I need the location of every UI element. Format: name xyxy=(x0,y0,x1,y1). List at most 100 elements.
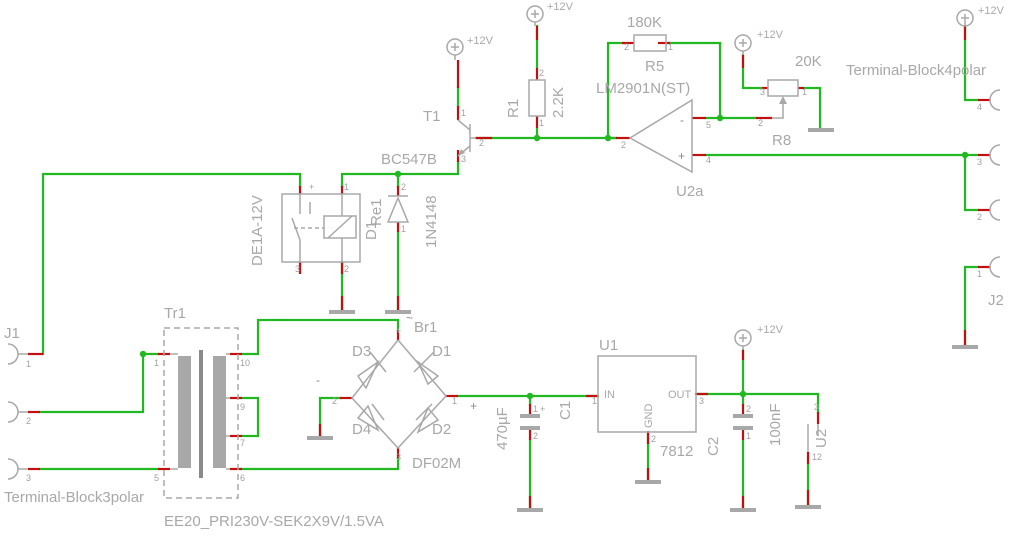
svg-text:2: 2 xyxy=(332,396,337,406)
svg-text:1: 1 xyxy=(461,108,466,118)
svg-text:1: 1 xyxy=(452,396,457,406)
r8-value: 20K xyxy=(795,53,822,70)
t1-value: BC547B xyxy=(381,151,437,168)
tr1-value: EE20_PRI230V-SEK2X9V/1.5VA xyxy=(164,513,384,530)
supply-label: +12V xyxy=(978,5,1005,17)
r1-ref: R1 xyxy=(505,99,522,118)
svg-text:2: 2 xyxy=(533,431,538,441)
u1-value: 7812 xyxy=(660,443,693,460)
terminal-block-j1: J1 Terminal-Block3polar 1 2 3 xyxy=(4,325,144,506)
capacitor-c1: 470µF C1 1 + 2 xyxy=(494,401,574,450)
svg-text:+: + xyxy=(678,149,685,163)
relay-re1: DE1A-12V Re1 + 1 3 2 xyxy=(249,182,385,274)
r8-ref: R8 xyxy=(772,132,791,149)
br1-d2: D2 xyxy=(432,421,451,438)
svg-text:7: 7 xyxy=(240,438,245,448)
tr1-ref: Tr1 xyxy=(164,305,186,322)
resistor-r5: 180K R5 2 1 xyxy=(624,14,673,75)
svg-text:6: 6 xyxy=(240,473,245,483)
svg-text:5: 5 xyxy=(154,473,159,483)
svg-text:4: 4 xyxy=(706,155,711,165)
opamp-u2a: - + LM2901N(ST) U2a 2 5 4 xyxy=(596,80,711,200)
svg-text:2: 2 xyxy=(539,68,544,78)
u2a-value: LM2901N(ST) xyxy=(596,80,690,97)
svg-text:1: 1 xyxy=(592,396,597,406)
j2-value: Terminal-Block4polar xyxy=(846,62,986,79)
svg-text:2: 2 xyxy=(621,140,626,150)
svg-text:1: 1 xyxy=(746,431,751,441)
svg-text:+: + xyxy=(396,326,401,336)
re1-value: DE1A-12V xyxy=(249,195,266,266)
u2a-ref: U2a xyxy=(676,183,704,200)
regulator-u1: IN OUT GND U1 7812 1 3 2 xyxy=(592,337,704,460)
svg-text:-: - xyxy=(316,373,320,387)
supply-12v-5: +12V xyxy=(734,324,784,350)
svg-text:4: 4 xyxy=(977,102,982,112)
svg-text:~: ~ xyxy=(406,311,413,325)
supply-label: +12V xyxy=(467,35,494,47)
svg-text:2: 2 xyxy=(479,138,484,148)
svg-text:1: 1 xyxy=(26,359,31,369)
r5-ref: R5 xyxy=(645,58,664,75)
svg-text:2: 2 xyxy=(746,404,751,414)
svg-text:2: 2 xyxy=(758,118,763,128)
svg-text:1: 1 xyxy=(533,404,538,414)
svg-text:-: - xyxy=(680,113,684,127)
svg-text:1: 1 xyxy=(401,224,406,234)
svg-text:1: 1 xyxy=(154,358,159,368)
svg-text:3: 3 xyxy=(760,87,765,97)
svg-text:10: 10 xyxy=(240,358,250,368)
j1-ref: J1 xyxy=(4,325,20,342)
d1-ref: D1 xyxy=(363,221,380,240)
svg-text:3: 3 xyxy=(814,402,819,412)
supply-12v-1: +12V xyxy=(446,35,494,60)
j2-ref: J2 xyxy=(988,292,1004,309)
br1-value: DF02M xyxy=(412,455,461,472)
svg-text:2: 2 xyxy=(977,212,982,222)
supply-12v-3: +12V xyxy=(734,29,784,55)
svg-text:5: 5 xyxy=(706,120,711,130)
svg-text:3: 3 xyxy=(461,154,466,164)
svg-text:1: 1 xyxy=(802,87,807,97)
svg-text:2: 2 xyxy=(624,42,629,52)
br1-ref: Br1 xyxy=(414,319,437,336)
potentiometer-r8: 20K R8 3 1 2 xyxy=(758,53,822,149)
supply-label: +12V xyxy=(757,29,784,41)
svg-text:1: 1 xyxy=(344,182,349,192)
transformer-tr1: Tr1 EE20_PRI230V-SEK2X9V/1.5VA 1 5 10 9 … xyxy=(154,305,384,530)
u1-in: IN xyxy=(604,389,615,401)
supply-12v-4: +12V xyxy=(956,5,1005,27)
svg-text:1: 1 xyxy=(668,42,673,52)
svg-text:2: 2 xyxy=(651,434,656,444)
u1-out: OUT xyxy=(668,389,692,401)
j1-value: Terminal-Block3polar xyxy=(4,489,144,506)
c1-value: 470µF xyxy=(494,407,511,450)
svg-text:3: 3 xyxy=(977,157,982,167)
u1-ref: U1 xyxy=(599,337,618,354)
svg-text:+: + xyxy=(470,399,477,413)
u1-gnd: GND xyxy=(643,404,655,429)
ground-symbols xyxy=(307,128,978,512)
svg-text:3: 3 xyxy=(295,264,300,274)
svg-text:12: 12 xyxy=(812,452,822,462)
opamp-u2-power: U2 3 12 xyxy=(807,402,830,462)
svg-text:9: 9 xyxy=(240,402,245,412)
t1-ref: T1 xyxy=(423,108,441,125)
diode-d1: D1 1N4148 2 1 xyxy=(363,182,440,248)
svg-text:3: 3 xyxy=(26,473,31,483)
svg-text:2: 2 xyxy=(26,416,31,426)
u2-ref: U2 xyxy=(813,429,830,448)
svg-text:1: 1 xyxy=(977,269,982,279)
svg-text:2: 2 xyxy=(401,182,406,192)
transistor-t1: T1 BC547B 1 2 3 xyxy=(381,108,484,168)
svg-text:3: 3 xyxy=(699,396,704,406)
svg-text:+: + xyxy=(309,182,314,192)
pin-stubs xyxy=(28,26,990,508)
r5-value: 180K xyxy=(627,14,662,31)
svg-text:2: 2 xyxy=(344,264,349,274)
bridge-br1: D3 D1 D4 D2 Br1 DF02M ~ - + + 2 1 3 xyxy=(316,311,477,472)
supply-label: +12V xyxy=(757,324,784,336)
re1-ref: Re1 xyxy=(368,198,385,226)
br1-d1: D1 xyxy=(432,343,451,360)
